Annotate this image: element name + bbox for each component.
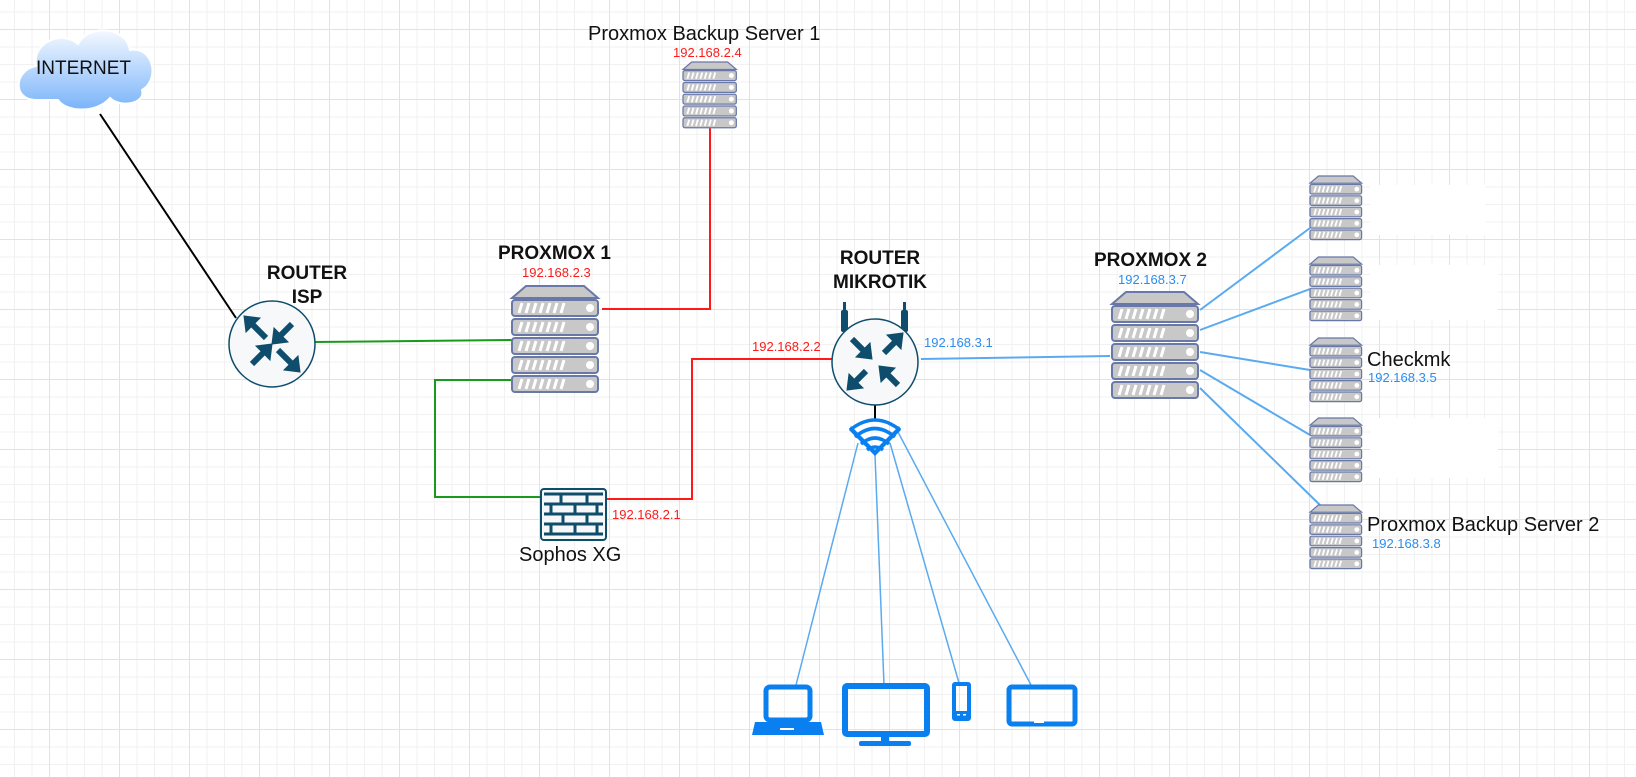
- desktop-monitor-icon[interactable]: [842, 683, 930, 746]
- router-isp-label: ROUTER ISP: [262, 262, 352, 310]
- pbs2-label: Proxmox Backup Server 2: [1367, 514, 1600, 536]
- link-wifi-laptop: [795, 442, 859, 686]
- checkmk-ip: 192.168.3.5: [1368, 370, 1437, 385]
- link-wifi-phone: [889, 442, 960, 684]
- pbs1-server-icon[interactable]: [681, 61, 738, 129]
- sophos-label: Sophos XG: [519, 544, 622, 566]
- laptop-icon[interactable]: [752, 684, 824, 735]
- vm4-server-icon[interactable]: [1308, 417, 1364, 483]
- proxmox1-ip: 192.168.2.3: [522, 265, 591, 280]
- pbs1-ip: 192.168.2.4: [673, 45, 742, 60]
- redacted-label-vm1: [1370, 185, 1485, 235]
- link-internet-router-isp: [99, 113, 237, 319]
- checkmk-server-icon[interactable]: [1308, 337, 1364, 403]
- link-proxmox2-vm1: [1199, 227, 1311, 311]
- smartphone-icon[interactable]: [952, 682, 971, 721]
- link-sophos-mikrotik: [607, 358, 832, 500]
- proxmox1-label: PROXMOX 1: [498, 243, 611, 264]
- router-mikrotik-icon[interactable]: [831, 302, 919, 406]
- link-proxmox2-checkmk: [1199, 351, 1311, 371]
- link-proxmox2-vm2: [1199, 288, 1311, 331]
- proxmox2-label: PROXMOX 2: [1094, 250, 1207, 271]
- link-proxmox2-pbs2: [1199, 387, 1323, 508]
- router-mikrotik-label: ROUTER MIKROTIK: [825, 247, 935, 295]
- router-isp-icon[interactable]: [228, 300, 316, 388]
- link-mikrotik-proxmox2: [920, 355, 1111, 360]
- vm2-server-icon[interactable]: [1308, 256, 1364, 322]
- mikrotik-lan-ip: 192.168.3.1: [924, 335, 993, 350]
- link-proxmox2-vm4: [1199, 369, 1311, 436]
- proxmox2-server-icon[interactable]: [1109, 291, 1201, 400]
- link-wifi-desktop: [874, 454, 885, 686]
- proxmox1-server-icon[interactable]: [509, 285, 601, 394]
- router-isp-label-line2: ISP: [291, 287, 323, 308]
- router-mikrotik-label-line1: ROUTER: [839, 248, 921, 269]
- redacted-label-vm4: [1370, 418, 1498, 478]
- tablet-icon[interactable]: [1006, 684, 1078, 727]
- router-isp-label-line1: ROUTER: [266, 263, 348, 284]
- redacted-label-vm2: [1370, 265, 1498, 320]
- sophos-ip: 192.168.2.1: [612, 507, 681, 522]
- mikrotik-wan-ip: 192.168.2.2: [752, 339, 821, 354]
- internet-cloud-icon[interactable]: [17, 29, 154, 111]
- link-wifi-tablet: [897, 431, 1032, 686]
- proxmox2-ip: 192.168.3.7: [1118, 272, 1187, 287]
- link-proxmox1-pbs1: [602, 126, 711, 310]
- sophos-firewall-icon[interactable]: [540, 488, 607, 541]
- link-router-isp-proxmox1: [313, 339, 513, 343]
- pbs2-server-icon[interactable]: [1308, 504, 1364, 570]
- pbs1-label: Proxmox Backup Server 1: [588, 23, 821, 45]
- pbs2-ip: 192.168.3.8: [1372, 536, 1441, 551]
- link-proxmox1-sophos: [434, 379, 541, 498]
- router-mikrotik-label-line2: MIKROTIK: [833, 272, 927, 293]
- checkmk-label: Checkmk: [1367, 349, 1451, 371]
- wifi-access-point-icon[interactable]: [848, 418, 902, 456]
- internet-label: INTERNET: [36, 58, 131, 79]
- vm1-server-icon[interactable]: [1308, 175, 1364, 241]
